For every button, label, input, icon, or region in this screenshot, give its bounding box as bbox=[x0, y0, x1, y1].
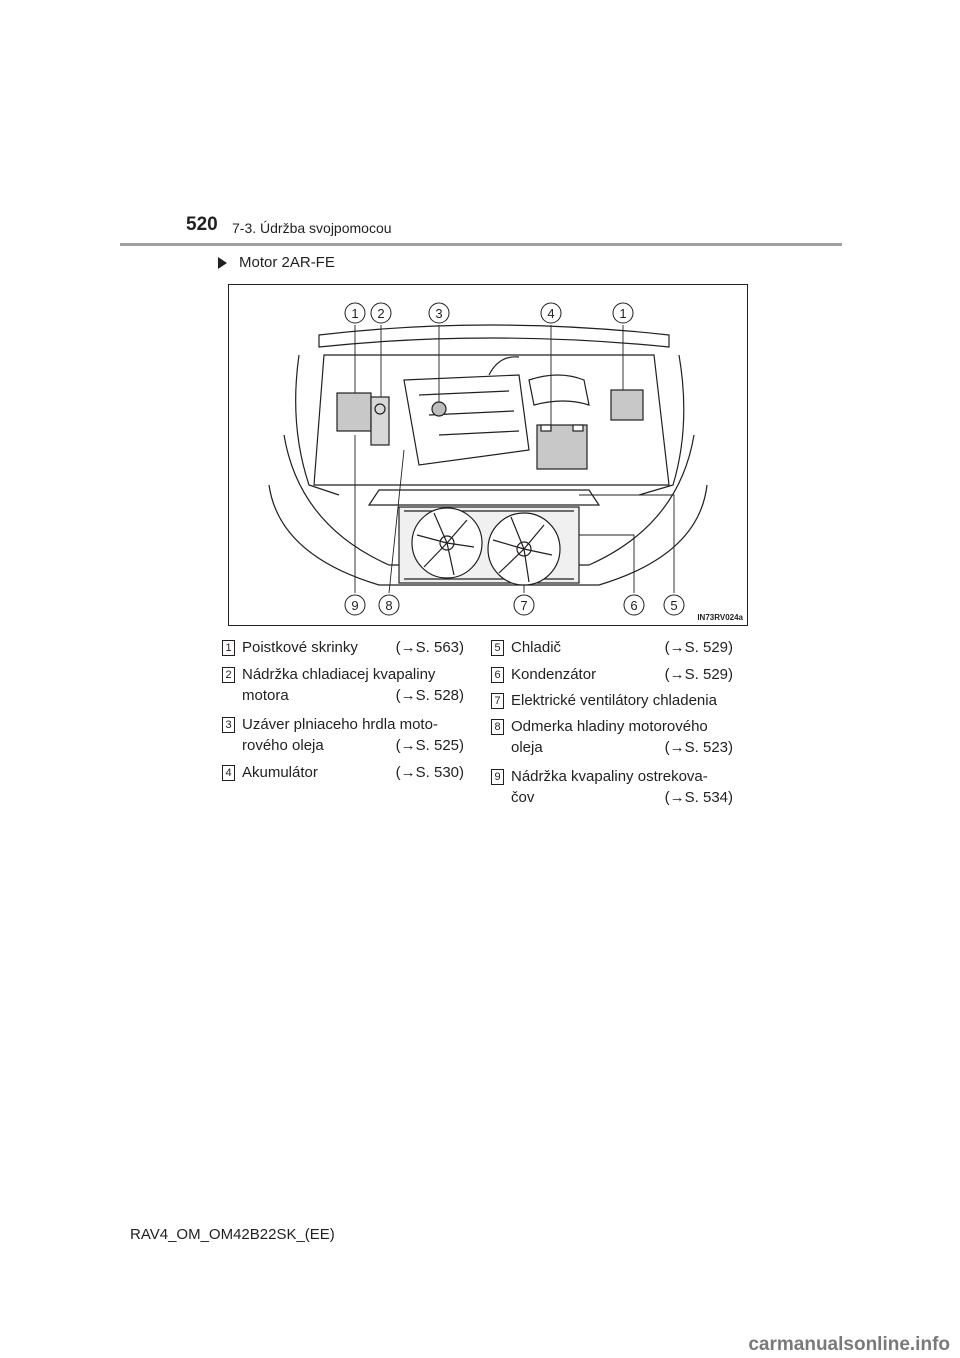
legend-text: motora bbox=[242, 687, 289, 704]
legend-page-ref: (→S. 530) bbox=[395, 764, 464, 781]
header-rule bbox=[120, 243, 842, 246]
legend-page-ref: (→S. 529) bbox=[664, 639, 733, 656]
legend-text: Akumulátor bbox=[242, 764, 318, 781]
callout-label: 8 bbox=[385, 598, 392, 613]
section-title: 7-3. Údržba svojpomocou bbox=[232, 220, 392, 236]
legend-number: 9 bbox=[491, 769, 504, 785]
legend-page-ref: (→S. 525) bbox=[395, 737, 464, 754]
legend-text: Uzáver plniaceho hrdla moto- bbox=[242, 716, 438, 733]
triangle-bullet-icon bbox=[218, 256, 227, 269]
page-number: 520 bbox=[186, 214, 218, 235]
legend-item: 7 Elektrické ventilátory chladenia bbox=[491, 690, 745, 714]
callout-label: 2 bbox=[377, 306, 384, 321]
figure-code: IN73RV024a bbox=[697, 613, 743, 622]
legend-number: 3 bbox=[222, 717, 235, 733]
legend-item: 9 Nádržka kvapaliny ostrekova- čov (→S. … bbox=[491, 766, 745, 812]
legend-text: Kondenzátor bbox=[511, 666, 597, 683]
legend-number: 6 bbox=[491, 667, 504, 683]
legend-text: čov bbox=[511, 789, 535, 806]
legend-text: oleja bbox=[511, 739, 543, 756]
callout-label: 5 bbox=[670, 598, 677, 613]
callout-label: 7 bbox=[520, 598, 527, 613]
legend-text: Chladič bbox=[511, 639, 562, 656]
subheading-text: Motor 2AR-FE bbox=[239, 254, 335, 271]
legend-text: rového oleja bbox=[242, 737, 324, 754]
legend-text: Elektrické ventilátory chladenia bbox=[511, 692, 717, 709]
engine-bay-illustration: 1 2 3 4 1 9 8 7 6 5 IN73RV024a bbox=[228, 284, 748, 626]
legend-page-ref: (→S. 523) bbox=[664, 739, 733, 756]
legend-item: 2 Nádržka chladiacej kvapaliny motora (→… bbox=[222, 664, 464, 710]
legend-text: Poistkové skrinky bbox=[242, 639, 358, 656]
legend-item: 6 Kondenzátor (→S. 529) bbox=[491, 664, 745, 688]
callout-label: 9 bbox=[351, 598, 358, 613]
callout-label: 6 bbox=[630, 598, 637, 613]
legend-page-ref: (→S. 528) bbox=[395, 687, 464, 704]
legend-number: 5 bbox=[491, 640, 504, 656]
legend-item: 1 Poistkové skrinky (→S. 563) bbox=[222, 637, 464, 661]
legend-text: Odmerka hladiny motorového bbox=[511, 718, 708, 735]
document-code-footer: RAV4_OM_OM42B22SK_(EE) bbox=[130, 1226, 335, 1243]
legend-page-ref: (→S. 534) bbox=[664, 789, 733, 806]
legend-item: 3 Uzáver plniaceho hrdla moto- rového ol… bbox=[222, 714, 464, 760]
legend-text: Nádržka chladiacej kvapaliny bbox=[242, 666, 436, 683]
callout-label: 3 bbox=[435, 306, 442, 321]
legend-text: Nádržka kvapaliny ostrekova- bbox=[511, 768, 708, 785]
callout-label: 4 bbox=[547, 306, 554, 321]
callout-label: 1 bbox=[619, 306, 626, 321]
legend-number: 2 bbox=[222, 667, 235, 683]
legend-number: 1 bbox=[222, 640, 235, 656]
legend-page-ref: (→S. 563) bbox=[395, 639, 464, 656]
legend-item: 5 Chladič (→S. 529) bbox=[491, 637, 745, 661]
legend-number: 4 bbox=[222, 765, 235, 781]
legend-number: 8 bbox=[491, 719, 504, 735]
legend-item: 4 Akumulátor (→S. 530) bbox=[222, 762, 464, 786]
watermark: carmanualsonline.info bbox=[748, 1334, 950, 1355]
callout-label: 1 bbox=[351, 306, 358, 321]
legend-page-ref: (→S. 529) bbox=[664, 666, 733, 683]
legend-item: 8 Odmerka hladiny motorového oleja (→S. … bbox=[491, 716, 745, 762]
legend-number: 7 bbox=[491, 693, 504, 709]
subheading: Motor 2AR-FE bbox=[218, 254, 335, 271]
